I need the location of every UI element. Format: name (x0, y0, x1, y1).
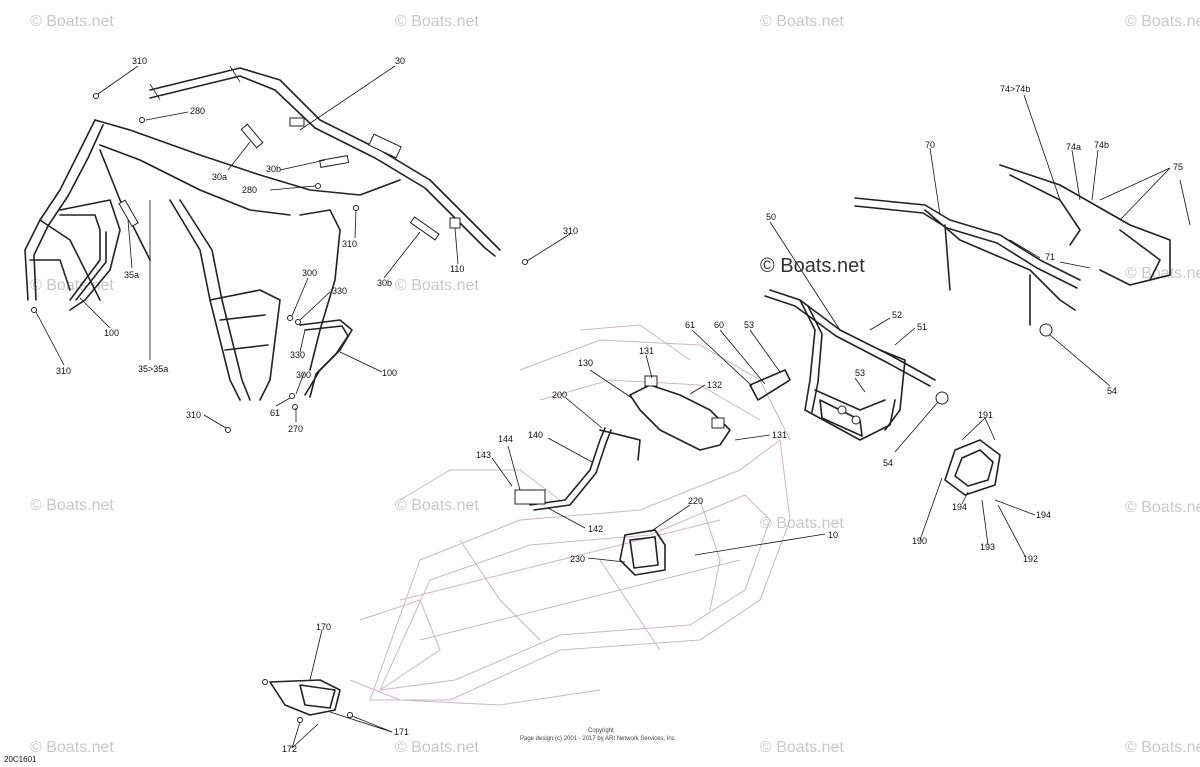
watermark: © Boats.net (30, 497, 114, 514)
callout: 30 (395, 56, 405, 66)
front-frame-50 (764, 289, 936, 441)
callout: 131 (772, 430, 787, 440)
callout: 170 (316, 622, 331, 632)
watermark: © Boats.net (760, 515, 844, 532)
callout: 300 (302, 268, 317, 278)
callout: 280 (190, 106, 205, 116)
callout: 61 (685, 320, 695, 330)
watermark: © Boats.net (395, 497, 479, 514)
callout: 310 (342, 239, 357, 249)
callout: 54 (883, 458, 893, 468)
bracket-170 (262, 679, 353, 723)
callout: 330 (332, 286, 347, 296)
callout: 191 (978, 410, 993, 420)
callout: 100 (104, 328, 119, 338)
callout: 50 (766, 212, 776, 222)
callout: 30b (266, 164, 281, 174)
hardware-bolts (31, 93, 528, 433)
callout: 300 (296, 370, 311, 380)
callout: 143 (476, 450, 491, 460)
callout: 75 (1173, 162, 1183, 172)
callout-labels: 310 30 280 30a 30b 280 310 35a 100 35>35… (56, 56, 1183, 754)
callout: 74b (1094, 140, 1109, 150)
bracket-220 (619, 529, 666, 576)
callout: 53 (855, 368, 865, 378)
watermark: © Boats.net (1125, 265, 1200, 282)
watermark: © Boats.net (760, 739, 844, 756)
callout: 110 (450, 264, 464, 274)
rops-cage (24, 65, 501, 401)
callout: 70 (925, 140, 935, 150)
watermark: © Boats.net (1125, 739, 1200, 756)
callout: 310 (563, 226, 578, 236)
callout: 310 (56, 366, 71, 376)
callout: 74>74b (1000, 84, 1030, 94)
callout: 131 (639, 346, 654, 356)
callout: 51 (917, 322, 927, 332)
callout: 35>35a (138, 364, 168, 374)
callout: 193 (980, 542, 995, 552)
callout: 144 (498, 434, 513, 444)
callout: 100 (382, 368, 397, 378)
callout: 35a (124, 270, 139, 280)
bar-100-left (59, 214, 107, 301)
bracket-190 (944, 439, 1001, 496)
small-brackets (118, 123, 461, 241)
callout: 30b (377, 278, 392, 288)
callout: 172 (282, 744, 297, 754)
watermark: © Boats.net (1125, 13, 1200, 30)
callout: 171 (394, 727, 409, 737)
page-design-notice: Page design (c) 2001 - 2017 by ARI Netwo… (520, 736, 677, 742)
watermark: © Boats.net (395, 277, 479, 294)
footer: Copyright Page design (c) 2001 - 2017 by… (4, 728, 677, 764)
callout: 132 (707, 380, 722, 390)
callout: 280 (242, 185, 257, 195)
watermark-strong: © Boats.net (760, 255, 865, 277)
callout: 190 (912, 536, 927, 546)
callout: 194 (952, 502, 967, 512)
callout: 52 (892, 310, 902, 320)
callout: 330 (290, 350, 305, 360)
leader-lines (35, 65, 1191, 749)
watermark: © Boats.net (395, 13, 479, 30)
watermark: © Boats.net (1125, 499, 1200, 516)
callout: 310 (132, 56, 147, 66)
callout: 310 (186, 410, 201, 420)
callout: 270 (288, 424, 303, 434)
front-bumper-70 (854, 164, 1171, 405)
callout: 54 (1107, 386, 1117, 396)
bar-100-center (299, 319, 353, 398)
callout: 53 (744, 320, 754, 330)
callout: 200 (552, 390, 567, 400)
callout: 60 (714, 320, 724, 330)
watermark: © Boats.net (395, 739, 479, 756)
watermark: © Boats.net (30, 739, 114, 756)
diagram-code: 20C1601 (4, 755, 37, 764)
chassis-ghost (349, 324, 791, 706)
center-bars (514, 369, 791, 511)
callout: 140 (528, 430, 543, 440)
callout: 194 (1036, 510, 1051, 520)
watermark: © Boats.net (760, 13, 844, 30)
callout: 10 (828, 530, 838, 540)
callout: 30a (212, 172, 227, 182)
callout: 192 (1023, 554, 1038, 564)
watermark: © Boats.net (30, 13, 114, 30)
copyright-label: Copyright (588, 728, 614, 734)
watermark-layer: © Boats.net © Boats.net © Boats.net © Bo… (30, 13, 1200, 756)
callout: 130 (578, 358, 593, 368)
callout: 230 (570, 554, 585, 564)
callout: 220 (688, 496, 703, 506)
callout: 61 (270, 408, 280, 418)
callout: 71 (1045, 252, 1055, 262)
callout: 74a (1066, 142, 1081, 152)
callout: 142 (588, 524, 603, 534)
